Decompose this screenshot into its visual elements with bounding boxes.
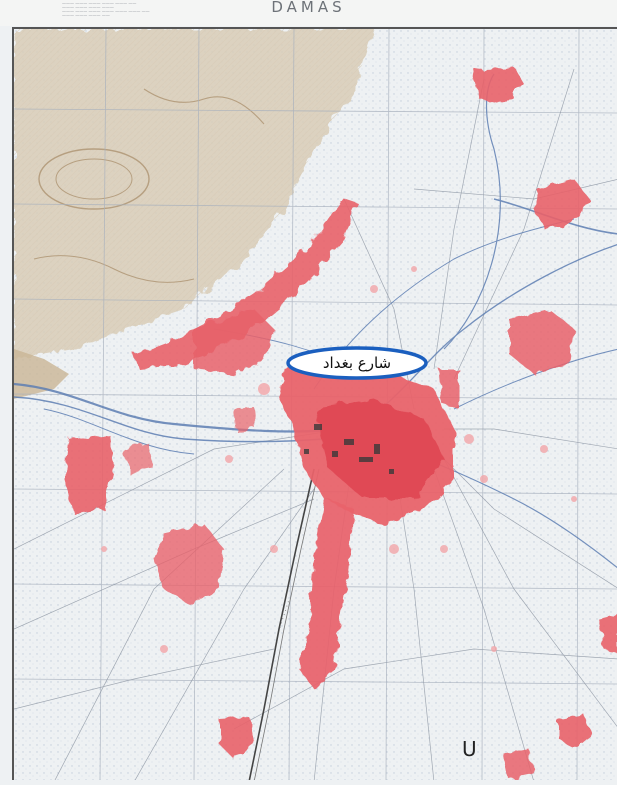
southern-highway (248, 468, 315, 780)
baghdad-street-label: شارع بغداد (323, 354, 391, 372)
map-letter-u: U (462, 737, 477, 761)
urban-fringe (101, 266, 577, 653)
central-buildings (304, 424, 394, 474)
highlight-oval (286, 346, 428, 380)
map-header: ——— ——— ——— ——— ——— —— ——— ——— ——— ——— —… (0, 0, 617, 26)
map-grid (14, 29, 617, 780)
sheet-title: DAMAS (271, 0, 346, 16)
legend-notes: ——— ——— ——— ——— ——— —— ——— ——— ——— ——— —… (62, 1, 150, 18)
baghdad-street-annotation[interactable]: شارع بغداد (286, 346, 428, 380)
map-frame[interactable]: · · · · · · · U شارع بغداد (12, 27, 617, 780)
map-canvas[interactable]: · · · · · · · U شارع بغداد (14, 29, 617, 780)
